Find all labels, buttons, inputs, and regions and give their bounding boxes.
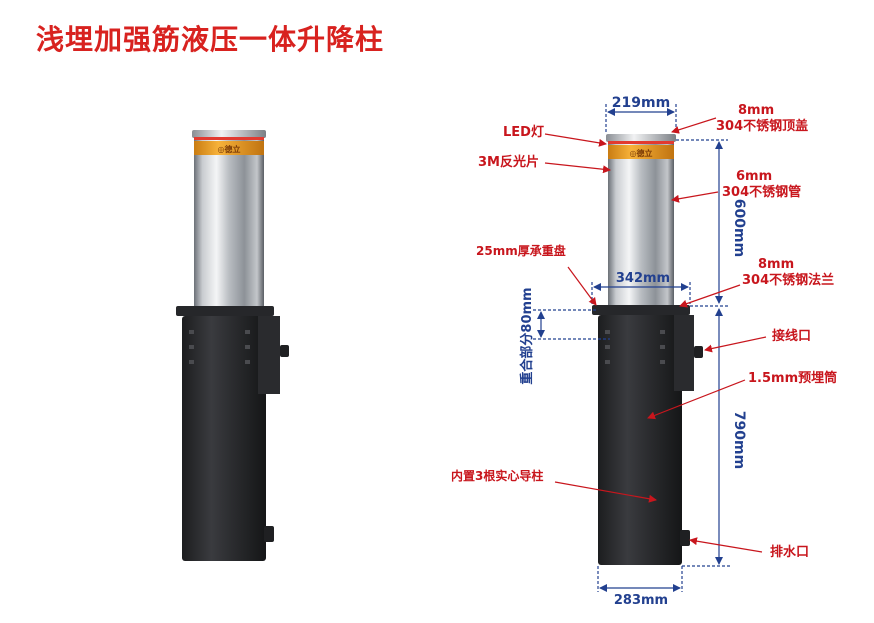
top-cap: [606, 134, 676, 142]
led-strip: [194, 137, 264, 140]
dim-overlap: 重合部分80mm: [519, 287, 535, 384]
embedded-sleeve: [182, 316, 266, 561]
callout-flange-thickness: 8mm: [758, 257, 794, 272]
callout-wiring-port: 接线口: [772, 328, 811, 344]
bolt-holes: [605, 330, 665, 364]
dim-top-diameter: 219mm: [612, 95, 670, 111]
bolt-holes: [189, 330, 250, 364]
stainless-tube: [194, 135, 264, 313]
embedded-sleeve: [598, 315, 682, 565]
drain-port-icon: [264, 526, 274, 542]
reflective-band: [194, 141, 264, 155]
callout-led: LED灯: [503, 124, 544, 140]
dim-sleeve-diameter: 283mm: [614, 593, 668, 608]
dim-sleeve-height: 790mm: [731, 411, 747, 469]
wiring-port-icon: [280, 345, 289, 357]
dimension-lines: [533, 104, 730, 592]
wiring-port-icon: [694, 346, 703, 358]
band-logo-left: ◎德立: [218, 144, 241, 154]
band-logo-right: ◎德立: [630, 148, 653, 158]
reflective-band: [608, 145, 674, 159]
callout-tube-thickness: 6mm: [736, 169, 772, 184]
bollard-right: ◎德立: [592, 134, 703, 565]
bollard-left: ◎德立: [176, 130, 289, 561]
page-title: 浅埋加强筋液压一体升降柱: [36, 23, 385, 56]
flange: [592, 305, 690, 315]
led-strip: [608, 141, 674, 144]
reinforcement-block: [674, 315, 694, 391]
callout-top-cap-material: 304不锈钢顶盖: [716, 118, 808, 134]
callout-lines: [544, 117, 767, 553]
callout-reflective: 3M反光片: [478, 154, 539, 170]
callout-top-cap-thickness: 8mm: [738, 103, 774, 118]
top-cap: [192, 130, 266, 138]
callout-bearing-disc: 25mm厚承重盘: [476, 243, 566, 258]
callout-labels: LED灯 3M反光片 25mm厚承重盘 内置3根实心导柱 8mm 304不锈钢顶…: [451, 103, 837, 560]
dimension-labels: 219mm 342mm 283mm 600mm 790mm 重合部分80mm: [519, 95, 747, 608]
drain-port-icon: [680, 530, 690, 546]
callout-built-in-guides: 内置3根实心导柱: [451, 468, 543, 483]
callout-embedded-sleeve: 1.5mm预埋筒: [748, 370, 837, 386]
reinforcement-block: [258, 316, 280, 394]
dim-flange-width: 342mm: [616, 271, 670, 286]
callout-flange-material: 304不锈钢法兰: [742, 272, 834, 288]
flange: [176, 306, 274, 316]
stainless-tube: [608, 139, 674, 311]
callout-tube-material: 304不锈钢管: [722, 184, 801, 200]
dim-height-above: 600mm: [731, 199, 747, 257]
callout-drain-port: 排水口: [770, 544, 809, 560]
